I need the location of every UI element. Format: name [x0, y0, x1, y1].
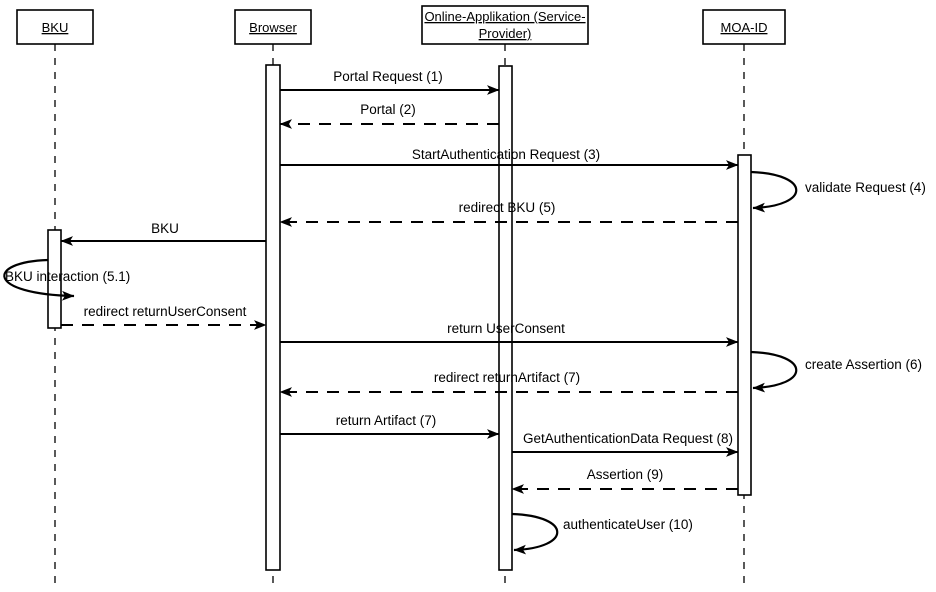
message-5.2[interactable]: redirect returnUserConsent: [61, 304, 267, 330]
message-7b[interactable]: return Artifact (7): [280, 413, 500, 439]
message-label: Portal (2): [360, 102, 416, 117]
message-label: redirect BKU (5): [459, 200, 556, 215]
participant-label: MOA-ID: [721, 20, 768, 35]
message-6[interactable]: create Assertion (6): [750, 350, 922, 393]
self-message-arc: [750, 350, 798, 393]
message-label: BKU: [151, 221, 179, 236]
message-label: StartAuthentication Request (3): [412, 147, 600, 162]
message-label: return UserConsent: [447, 321, 565, 336]
message-10[interactable]: authenticateUser (10): [511, 512, 693, 555]
message-9[interactable]: Assertion (9): [511, 467, 738, 494]
message-label: validate Request (4): [805, 180, 926, 195]
self-message-arc: [511, 512, 559, 555]
participant-box: [16, 9, 94, 45]
message-label: redirect returnUserConsent: [84, 304, 247, 319]
participant-label: Browser: [249, 20, 297, 35]
message-label: Portal Request (1): [333, 69, 443, 84]
participant-box: [702, 9, 786, 45]
message-6a[interactable]: return UserConsent: [280, 321, 739, 347]
message-label: authenticateUser (10): [563, 517, 693, 532]
participant-label-line1: Online-Applikation (Service-: [424, 9, 585, 24]
participant-header-online_app[interactable]: Online-Applikation (Service- Provider): [421, 5, 589, 45]
self-message-arc: [3, 258, 75, 301]
activation-bar-moa_id: [737, 154, 752, 496]
message-label: Assertion (9): [587, 467, 664, 482]
participant-label-line2: Provider): [479, 26, 532, 41]
message-1[interactable]: Portal Request (1): [280, 69, 500, 95]
message-8[interactable]: GetAuthenticationData Request (8): [512, 431, 739, 457]
participant-box: [421, 5, 589, 45]
participant-box: [234, 9, 312, 45]
activations-group: [47, 64, 752, 571]
participant-header-browser[interactable]: Browser: [234, 9, 312, 45]
participant-label: BKU: [42, 20, 69, 35]
message-3[interactable]: StartAuthentication Request (3): [280, 147, 739, 170]
participant-header-bku[interactable]: BKU: [16, 9, 94, 45]
message-label: redirect returnArtifact (7): [434, 370, 580, 385]
participant-headers-group: BKU Browser Online-Applikation (Service- Pr…: [16, 5, 786, 45]
message-label: return Artifact (7): [336, 413, 437, 428]
participant-header-moa_id[interactable]: MOA-ID: [702, 9, 786, 45]
self-message-arc: [750, 170, 798, 213]
message-label: create Assertion (6): [805, 357, 922, 372]
activation-bar-browser: [265, 64, 281, 571]
message-label: BKU interaction (5.1): [5, 269, 130, 284]
message-5.1[interactable]: BKU interaction (5.1): [3, 258, 130, 301]
activation-bar-bku: [47, 229, 62, 329]
message-5[interactable]: redirect BKU (5): [279, 200, 738, 227]
message-label: GetAuthenticationData Request (8): [523, 431, 733, 446]
message-7a[interactable]: redirect returnArtifact (7): [279, 370, 738, 397]
activation-bar-online_app: [498, 65, 513, 571]
message-5b[interactable]: BKU: [60, 221, 266, 246]
messages-group: Portal Request (1) Portal (2) StartAuthent…: [3, 69, 926, 555]
message-4[interactable]: validate Request (4): [750, 170, 926, 213]
message-2[interactable]: Portal (2): [279, 102, 499, 129]
